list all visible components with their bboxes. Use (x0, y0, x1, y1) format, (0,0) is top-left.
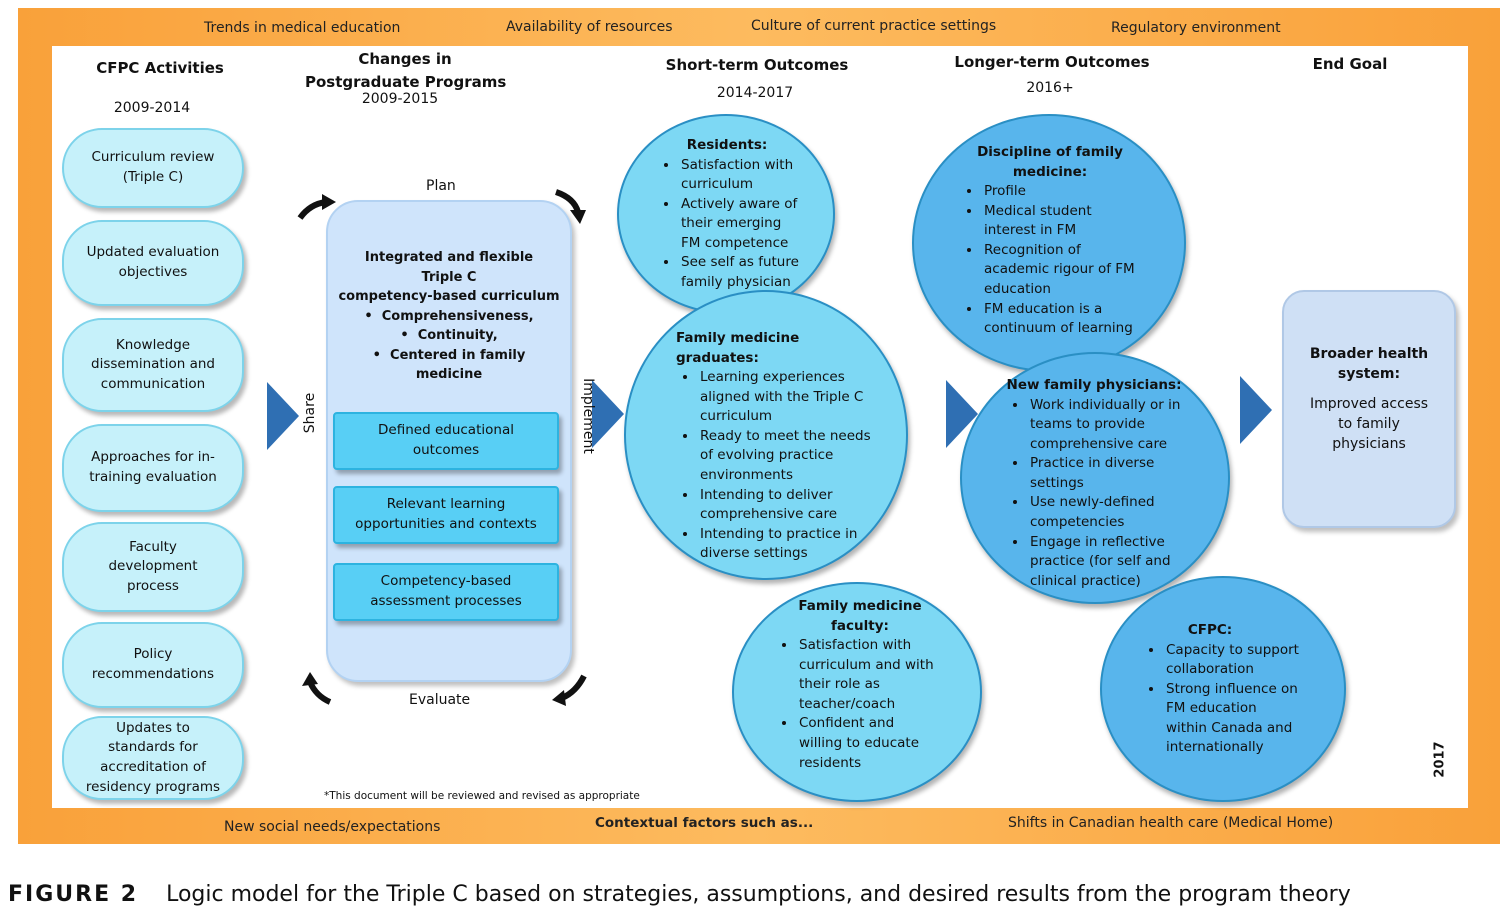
circle-new-physicians (960, 352, 1230, 604)
context-top-4: Regulatory environment (1111, 20, 1281, 36)
cycle-arrow-top-left-icon (297, 194, 336, 220)
circle-faculty (732, 582, 982, 802)
flow-arrow-2 (592, 380, 624, 448)
context-bottom-right: Shifts in Canadian health care (Medical … (1008, 815, 1334, 831)
activity-curriculum-review: Curriculum review(Triple C) (62, 128, 244, 208)
years-cfpc-activities: 2009-2014 (113, 100, 191, 116)
new-physicians-outcomes: New family physicians: Work individually… (1006, 376, 1206, 591)
end-goal-box (1282, 290, 1456, 528)
figure-label: FIGURE 2 (8, 882, 139, 907)
header-changes-line1: Changes in (358, 50, 452, 68)
cycle-implement-label: Implement (579, 378, 596, 454)
circle-cfpc (1100, 576, 1346, 802)
years-longer-term: 2016+ (1026, 80, 1074, 96)
activity-in-training-evaluation: Approaches for in-training evaluation (62, 424, 244, 512)
circle-residents (617, 114, 835, 314)
context-bottom-left: New social needs/expectations (224, 819, 441, 835)
header-longer-term: Longer-term Outcomes (954, 53, 1150, 71)
circle-graduates (624, 290, 908, 580)
years-short-term: 2014-2017 (716, 85, 794, 101)
review-note: *This document will be reviewed and revi… (324, 790, 640, 802)
cycle-share-label: Share (302, 392, 319, 434)
context-top-1: Trends in medical education (204, 20, 401, 36)
cycle-plan-label: Plan (426, 178, 456, 194)
header-end-goal: End Goal (1312, 55, 1388, 73)
header-changes-line2: Postgraduate Programs (305, 73, 507, 91)
figure-caption: FIGURE 2 Logic model for the Triple C bas… (8, 882, 1351, 907)
cycle-evaluate-label: Evaluate (409, 692, 471, 708)
context-bottom-center: Contextual factors such as... (595, 815, 814, 831)
cycle-arrow-bottom-right-icon (552, 674, 587, 706)
program-bullet-3-cont: medicine (415, 367, 483, 382)
cycle-arrow-bottom-left-icon (302, 672, 332, 705)
year-stamp: 2017 (1432, 741, 1448, 778)
flow-arrow-4 (1240, 376, 1272, 444)
program-bullet-1: • Comprehensiveness, (364, 308, 534, 324)
program-bullet-3: • Centered in family (372, 347, 526, 363)
flow-arrow-1 (267, 382, 299, 450)
header-short-term: Short-term Outcomes (665, 56, 849, 74)
figure-caption-text: Logic model for the Triple C based on st… (166, 882, 1351, 907)
context-top-3: Culture of current practice settings (751, 18, 997, 34)
years-changes: 2009-2015 (361, 91, 439, 107)
program-bullet-2: • Continuity, (400, 328, 498, 343)
header-cfpc-activities: CFPC Activities (96, 59, 224, 77)
cycle-arrow-top-right-icon (554, 189, 586, 224)
program-description: Integrated and flexible Triple C compete… (334, 248, 564, 385)
context-top-2: Availability of resources (506, 19, 673, 35)
circle-discipline (912, 114, 1186, 372)
graduates-outcomes: Family medicine graduates: Learning expe… (676, 329, 886, 564)
